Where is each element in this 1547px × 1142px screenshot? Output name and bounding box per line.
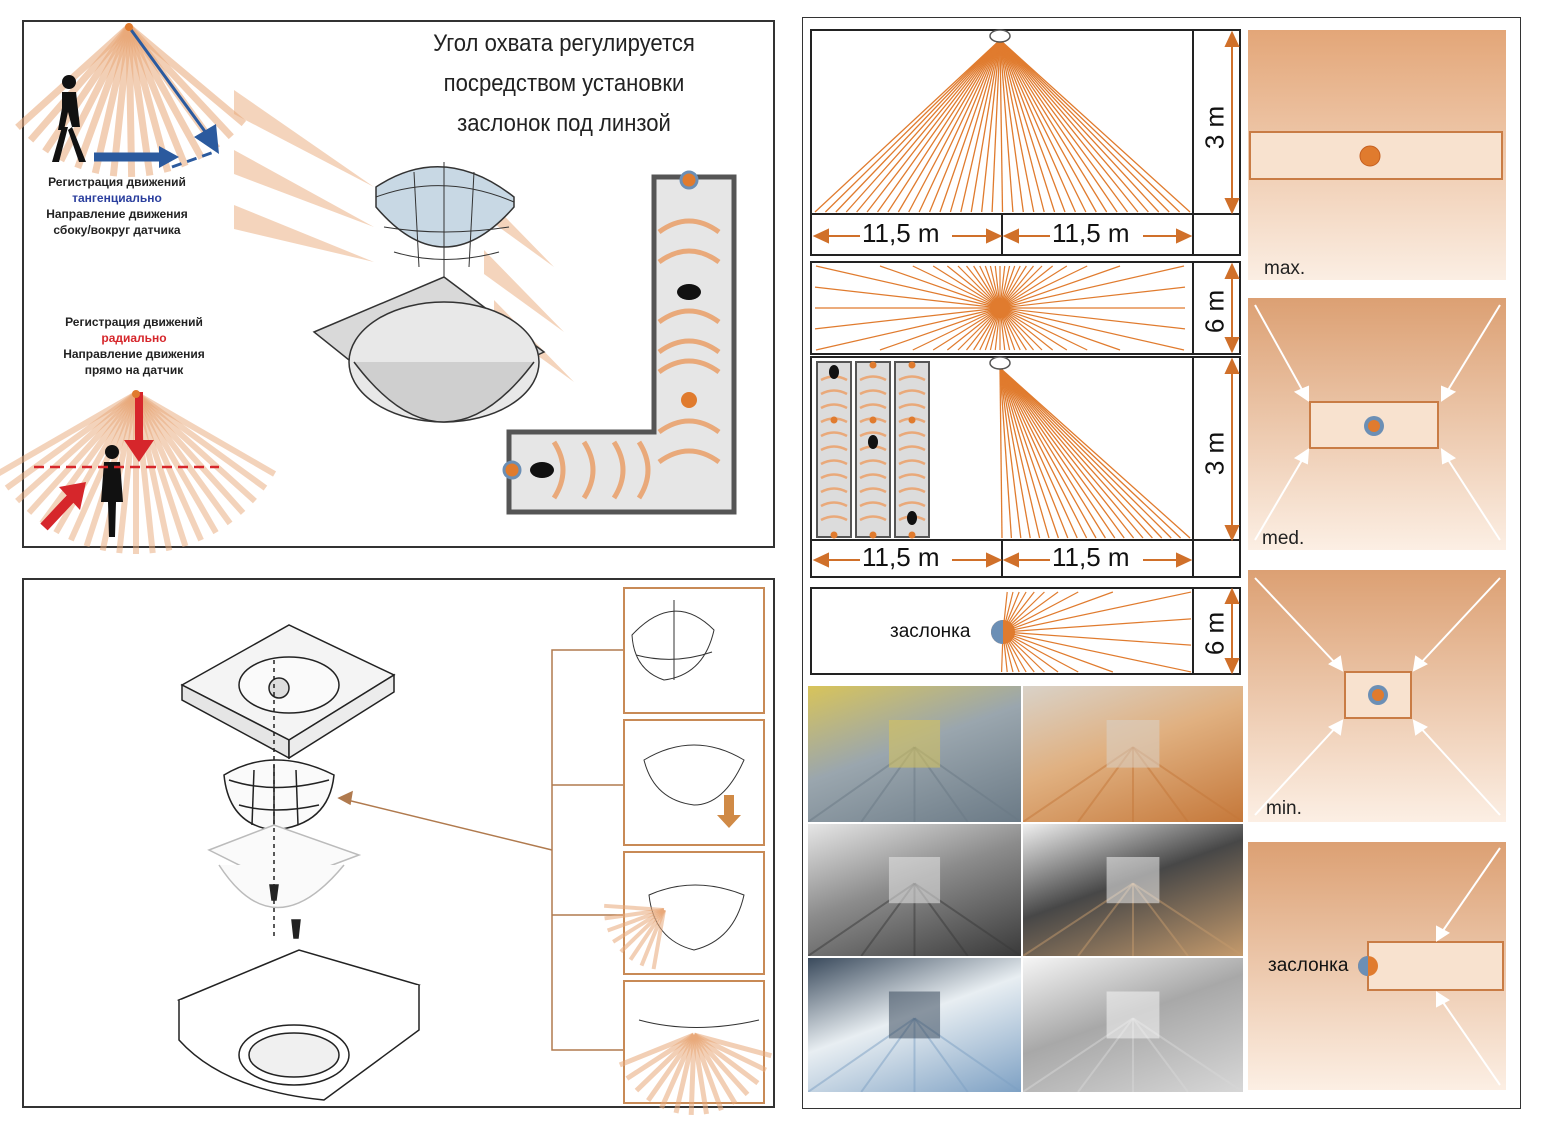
title-line-2: посредством установки — [443, 70, 685, 97]
screw-1 — [269, 884, 279, 901]
sensor-lens-illustration — [312, 162, 546, 423]
radial-fan — [0, 391, 277, 554]
tangential-line-3: Направление движения — [46, 207, 188, 221]
radial-caption: Регистрация движений радиально Направлен… — [44, 314, 224, 378]
radial-down-head — [124, 440, 154, 462]
top2-shutter-label: заслонка — [890, 621, 971, 642]
side1-right-dim: 11,5 m — [1052, 218, 1130, 248]
mode-min-label: min. — [1266, 798, 1302, 819]
tangential-fan — [15, 24, 247, 178]
industrial-hall-photo — [808, 686, 1021, 822]
lens-module — [223, 759, 335, 831]
detail-box-2 — [623, 719, 765, 846]
tangential-line-2: тангенциально — [72, 191, 162, 205]
radial-up-arrow — [40, 493, 76, 531]
tangential-line-1: Регистрация движений — [48, 175, 186, 189]
mode-med-label: med. — [1262, 528, 1305, 549]
radial-line-4: прямо на датчик — [84, 363, 184, 377]
screw-2 — [291, 919, 301, 939]
l-corridor-plan — [502, 170, 737, 515]
detail-box-1 — [623, 587, 765, 714]
side1-left-dim: 11,5 m — [862, 218, 940, 248]
coverage-principle-panel: Угол охвата регулируется посредством уст… — [0, 20, 775, 554]
lens-rays — [234, 90, 574, 382]
radial-line-3: Направление движения — [63, 347, 205, 361]
radial-line-2: радиально — [101, 331, 167, 345]
tangential-line-4: сбоку/вокруг датчика — [53, 223, 181, 237]
radial-line-1: Регистрация движений — [65, 315, 203, 329]
office-corridor-photo — [1023, 958, 1243, 1092]
coverage-fans-drawing — [0, 23, 737, 554]
warehouse-photo — [1023, 686, 1243, 822]
title-line-1: Угол охвата регулируется — [433, 30, 695, 57]
walking-person-icon — [52, 75, 86, 162]
side2-height-dim: 3 m — [1199, 431, 1230, 476]
side1-height-dim: 3 m — [1199, 105, 1230, 150]
sensor-dot-2 — [132, 390, 140, 398]
sensor-dot — [125, 23, 133, 31]
tangential-arrow-head — [159, 146, 179, 168]
tangential-caption: Регистрация движений тангенциально Напра… — [32, 174, 202, 238]
mode-shutter-label: заслонка — [1268, 955, 1349, 976]
side2-right-dim: 11,5 m — [1052, 542, 1130, 572]
top2-width-dim: 6 m — [1199, 611, 1230, 656]
tangential-ray-head — [194, 124, 219, 154]
exploded-view-drawing — [176, 587, 772, 1116]
side2-left-dim: 11,5 m — [862, 542, 940, 572]
title-line-3: заслонок под линзой — [457, 110, 671, 137]
tangential-ray — [127, 26, 211, 138]
tangential-dash — [171, 150, 215, 169]
installation-panel — [22, 578, 775, 1116]
mode-max-label: max. — [1264, 258, 1306, 279]
dome — [218, 864, 345, 909]
parking-photo — [808, 824, 1021, 956]
glass-corridor-photo — [808, 958, 1021, 1092]
office-lobby-photo — [1023, 824, 1243, 956]
standing-person-icon — [101, 445, 123, 537]
radial-up-head — [59, 482, 86, 510]
top1-width-dim: 6 m — [1199, 289, 1230, 334]
